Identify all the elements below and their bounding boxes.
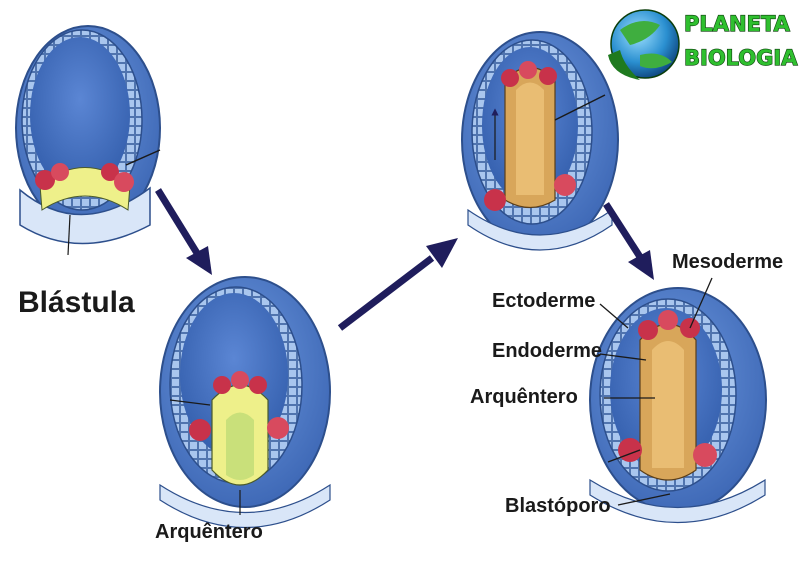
arrowhead-2 <box>426 238 458 268</box>
arrow-blastula-to-gastrula <box>158 190 200 258</box>
logo-line2: BIOLOGIA <box>684 46 798 70</box>
label-blastoporo: Blastóporo <box>505 495 611 517</box>
early-gastrula-embryo <box>160 277 330 528</box>
late-gastrula-embryo <box>590 288 766 523</box>
arrow-gastrula-to-mid <box>340 258 432 328</box>
label-mesoderme: Mesoderme <box>672 251 783 273</box>
arrow-mid-to-late <box>606 204 642 260</box>
planeta-biologia-logo: PLANETA BIOLOGIA <box>608 10 798 80</box>
label-arquentero-gastrula: Arquêntero <box>155 521 263 543</box>
label-arquentero: Arquêntero <box>470 386 578 408</box>
label-ectoderme: Ectoderme <box>492 290 595 312</box>
label-blastula: Blástula <box>18 286 135 319</box>
blastula-embryo <box>16 26 160 255</box>
mid-gastrula-embryo <box>462 32 618 250</box>
label-endoderme: Endoderme <box>492 340 602 362</box>
logo-line1: PLANETA <box>684 12 791 36</box>
